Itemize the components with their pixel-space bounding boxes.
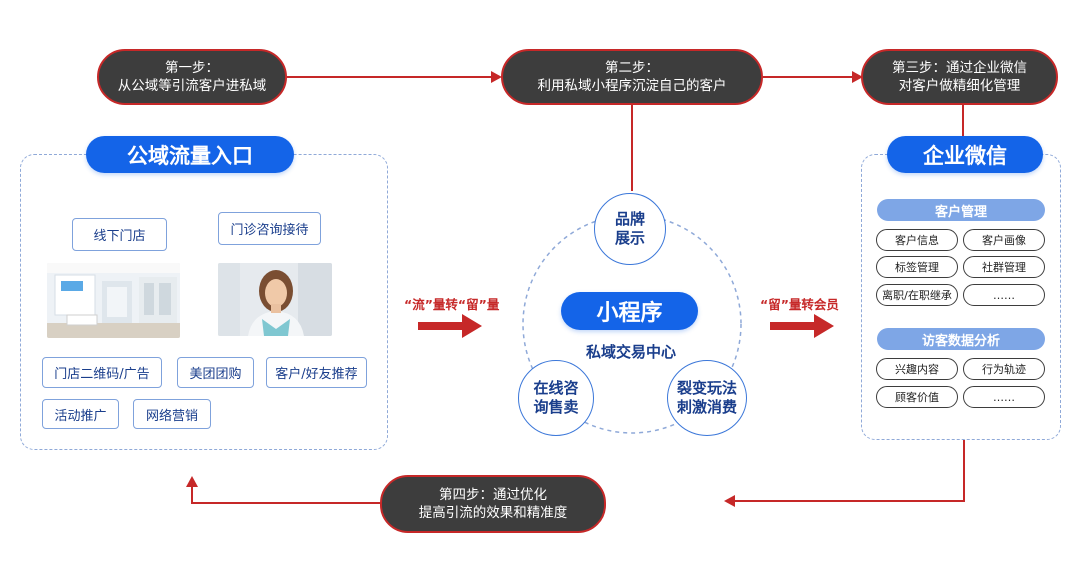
- node-online-consult-l2: 询售卖: [533, 398, 579, 416]
- step2-line1: 第二步：: [605, 60, 659, 76]
- step2-pill: 第二步： 利用私域小程序沉淀自己的客户: [501, 49, 763, 105]
- step3-pill: 第三步：通过企业微信 对客户做精细化管理: [861, 49, 1058, 105]
- step1-pill: 第一步： 从公域等引流客户进私域: [97, 49, 287, 105]
- rtag-community-mgmt: 社群管理: [963, 256, 1045, 278]
- rtag-customer-value: 顾客价值: [876, 386, 958, 408]
- step1-line2: 从公域等引流客户进私域: [117, 78, 267, 94]
- tag-event-promo: 活动推广: [42, 399, 119, 429]
- arrow-to-left-panel-icon: [186, 476, 198, 487]
- wecom-title: 企业微信: [887, 136, 1043, 173]
- connector-right-down: [963, 440, 965, 502]
- connector-step2-center: [631, 105, 633, 191]
- flow-left-arrow-icon: [418, 314, 482, 338]
- node-brand-display: 品牌展示: [594, 193, 666, 265]
- rtag-customer-info: 客户信息: [876, 229, 958, 251]
- tag-offline-store: 线下门店: [72, 218, 167, 251]
- rtag-more-1: ……: [963, 284, 1045, 306]
- arrow-to-step3-icon: [852, 71, 863, 83]
- flow-right-arrow-icon: [770, 314, 834, 338]
- node-brand-display-l1: 品牌: [614, 210, 645, 228]
- rtag-tag-mgmt: 标签管理: [876, 256, 958, 278]
- arrow-to-step4-icon: [724, 495, 735, 507]
- connector-step2-step3: [763, 76, 853, 78]
- public-traffic-title: 公域流量入口: [86, 136, 294, 173]
- tag-meituan-group: 美团团购: [177, 357, 254, 388]
- mini-program-subtitle: 私域交易中心: [585, 343, 676, 361]
- step1-line1: 第一步：: [165, 60, 219, 76]
- step4-line1: 第四步：通过优化: [439, 487, 547, 503]
- rtag-behavior-trail: 行为轨迹: [963, 358, 1045, 380]
- connector-step1-step2: [287, 76, 493, 78]
- step2-line2: 利用私域小程序沉淀自己的客户: [537, 78, 727, 94]
- tag-store-qr-ad: 门店二维码/广告: [42, 357, 162, 388]
- visitor-analysis-head: 访客数据分析: [877, 328, 1045, 350]
- step4-line2: 提高引流的效果和精准度: [418, 505, 568, 521]
- mini-program-title: 小程序: [561, 292, 698, 330]
- node-fission-play-l2: 刺激消费: [676, 398, 737, 416]
- step3-line2: 对客户做精细化管理: [898, 78, 1021, 94]
- flow-right-label: “留”量转会员: [760, 297, 839, 312]
- rtag-interest-content: 兴趣内容: [876, 358, 958, 380]
- connector-right-to-step4: [735, 500, 965, 502]
- connector-step3-panel: [962, 105, 964, 139]
- tag-online-marketing: 网络营销: [133, 399, 211, 429]
- node-online-consult: 在线咨询售卖: [518, 360, 594, 436]
- tag-clinic-consult: 门诊咨询接待: [218, 212, 321, 245]
- doctor-portrait-photo: [218, 263, 332, 336]
- connector-step4-left: [192, 502, 380, 504]
- step3-line1: 第三步：通过企业微信: [892, 60, 1027, 76]
- node-fission-play-l1: 裂变玩法: [676, 379, 737, 397]
- tag-customer-referral: 客户/好友推荐: [266, 357, 367, 388]
- customer-mgmt-head: 客户管理: [877, 199, 1045, 221]
- node-brand-display-l2: 展示: [614, 229, 645, 247]
- arrow-to-step2-icon: [491, 71, 502, 83]
- step4-pill: 第四步：通过优化 提高引流的效果和精准度: [380, 475, 606, 533]
- rtag-customer-profile: 客户画像: [963, 229, 1045, 251]
- connector-left-up: [191, 486, 193, 504]
- store-interior-photo: [47, 263, 180, 338]
- node-fission-play: 裂变玩法刺激消费: [667, 360, 747, 436]
- flow-left-label: “流”量转“留”量: [404, 297, 500, 312]
- node-online-consult-l1: 在线咨: [533, 379, 579, 397]
- rtag-more-2: ……: [963, 386, 1045, 408]
- rtag-resign-inherit: 离职/在职继承: [876, 284, 958, 306]
